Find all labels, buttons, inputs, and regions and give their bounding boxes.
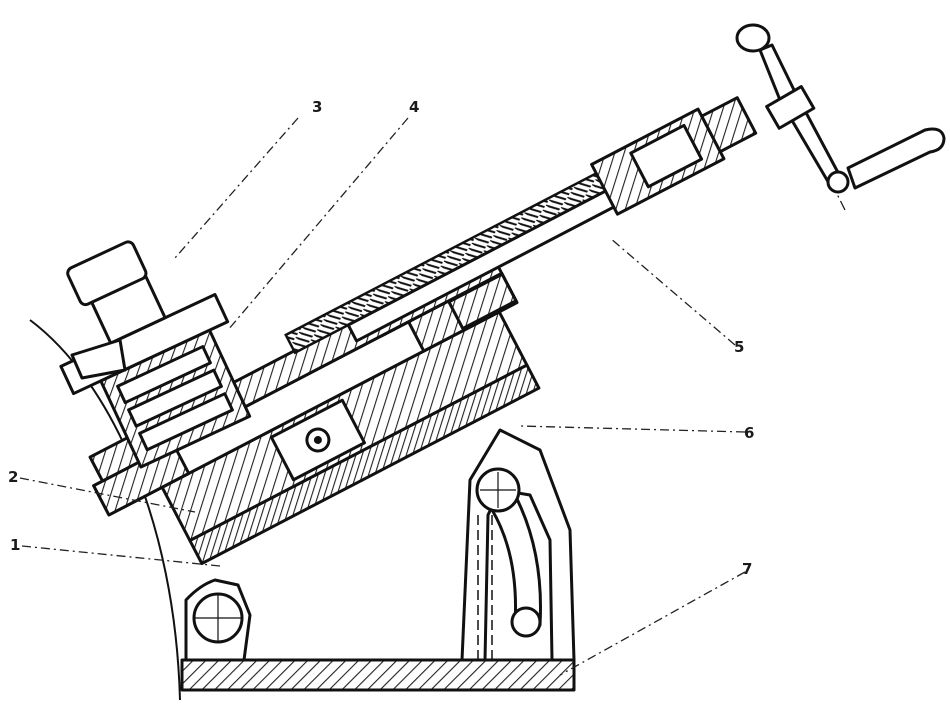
base-plate: [180, 658, 576, 692]
crank-knob-top: [735, 23, 771, 53]
cutting-tool: [70, 338, 127, 380]
screw-nut: [447, 272, 518, 330]
bolt-head: [66, 240, 148, 307]
callout-2: 2: [8, 468, 18, 486]
inclined-slide-assembly: [88, 96, 758, 566]
crank-handle: [735, 23, 946, 211]
callout-1: 1: [10, 536, 20, 554]
callout-5: 5: [734, 338, 744, 356]
callout-7: 7: [742, 560, 752, 578]
callout-4: 4: [409, 98, 419, 116]
leader-lines: [19, 117, 746, 676]
callout-6: 6: [744, 424, 754, 442]
crank-grip: [846, 127, 946, 190]
tool-post: [59, 240, 252, 469]
callout-3: 3: [312, 98, 322, 116]
